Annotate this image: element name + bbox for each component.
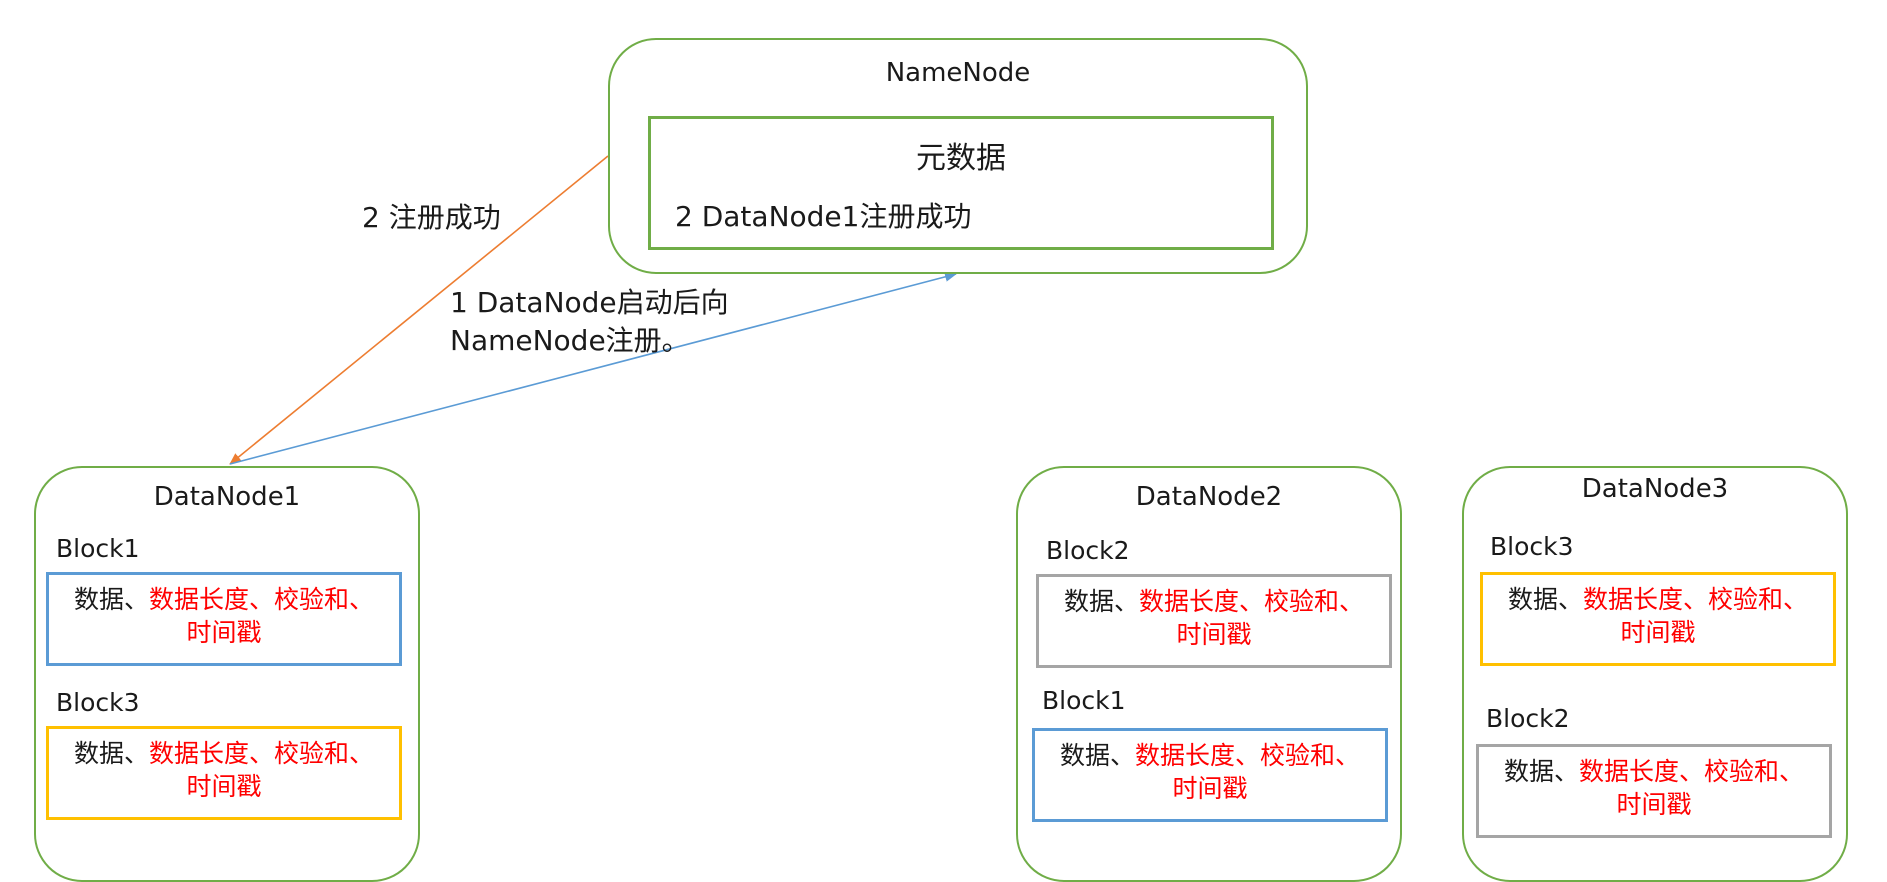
block-text-highlight: 数据长度、校验和、	[1139, 587, 1365, 616]
block-text-prefix: 数据、	[1507, 585, 1583, 614]
block-text-line2: 时间戳	[186, 618, 262, 647]
register-label: 1 DataNode启动后向 NameNode注册。	[450, 284, 729, 360]
datanode2-box: DataNode2 Block2 数据、数据长度、校验和、 时间戳 Block1…	[1016, 466, 1402, 882]
block-text-highlight: 数据长度、校验和、	[1579, 757, 1805, 786]
block-text-highlight: 数据长度、校验和、	[149, 739, 375, 768]
datanode3-block3-box: 数据、数据长度、校验和、 时间戳	[1480, 572, 1836, 666]
namenode-title: NameNode	[885, 58, 1031, 88]
block-text-prefix: 数据、	[73, 739, 149, 768]
block-text-line1: 数据、数据长度、校验和、	[49, 583, 399, 616]
metadata-register-record: 2 DataNode1注册成功	[675, 200, 972, 233]
block-text-line2: 时间戳	[1176, 620, 1252, 649]
block-text-line2: 时间戳	[1172, 774, 1248, 803]
datanode1-block3-label: Block3	[56, 688, 140, 717]
register-label-line1: 1 DataNode启动后向	[450, 286, 729, 319]
block-text-line2: 时间戳	[186, 772, 262, 801]
namenode-box: NameNode 元数据 2 DataNode1注册成功	[608, 38, 1308, 274]
block-text-prefix: 数据、	[73, 585, 149, 614]
datanode3-block2-label: Block2	[1486, 704, 1570, 733]
block-text-line1: 数据、数据长度、校验和、	[49, 737, 399, 770]
datanode3-block3-label: Block3	[1490, 532, 1574, 561]
datanode1-block1-box: 数据、数据长度、校验和、 时间戳	[46, 572, 402, 666]
success-label: 2 注册成功	[362, 201, 501, 234]
block-text-highlight: 数据长度、校验和、	[1583, 585, 1809, 614]
register-label-line2: NameNode注册。	[450, 324, 690, 357]
datanode2-title: DataNode2	[1135, 482, 1283, 512]
datanode2-block2-box: 数据、数据长度、校验和、 时间戳	[1036, 574, 1392, 668]
metadata-title: 元数据	[916, 141, 1006, 176]
metadata-box: 元数据 2 DataNode1注册成功	[648, 116, 1274, 250]
datanode3-block2-box: 数据、数据长度、校验和、 时间戳	[1476, 744, 1832, 838]
block-text-line1: 数据、数据长度、校验和、	[1039, 585, 1389, 618]
block-text-prefix: 数据、	[1063, 587, 1139, 616]
datanode3-box: DataNode3 Block3 数据、数据长度、校验和、 时间戳 Block2…	[1462, 466, 1848, 882]
block-text-line1: 数据、数据长度、校验和、	[1483, 583, 1833, 616]
block-text-line2: 时间戳	[1620, 618, 1696, 647]
datanode1-block1-label: Block1	[56, 534, 140, 563]
block-text-line1: 数据、数据长度、校验和、	[1035, 739, 1385, 772]
block-text-prefix: 数据、	[1059, 741, 1135, 770]
block-text-highlight: 数据长度、校验和、	[149, 585, 375, 614]
datanode1-block3-box: 数据、数据长度、校验和、 时间戳	[46, 726, 402, 820]
block-text-line2: 时间戳	[1616, 790, 1692, 819]
datanode2-block2-label: Block2	[1046, 536, 1130, 565]
block-text-line1: 数据、数据长度、校验和、	[1479, 755, 1829, 788]
datanode2-block1-box: 数据、数据长度、校验和、 时间戳	[1032, 728, 1388, 822]
datanode1-box: DataNode1 Block1 数据、数据长度、校验和、 时间戳 Block3…	[34, 466, 420, 882]
block-text-prefix: 数据、	[1503, 757, 1579, 786]
datanode3-title: DataNode3	[1581, 474, 1729, 504]
datanode2-block1-label: Block1	[1042, 686, 1126, 715]
block-text-highlight: 数据长度、校验和、	[1135, 741, 1361, 770]
datanode1-title: DataNode1	[153, 482, 301, 512]
